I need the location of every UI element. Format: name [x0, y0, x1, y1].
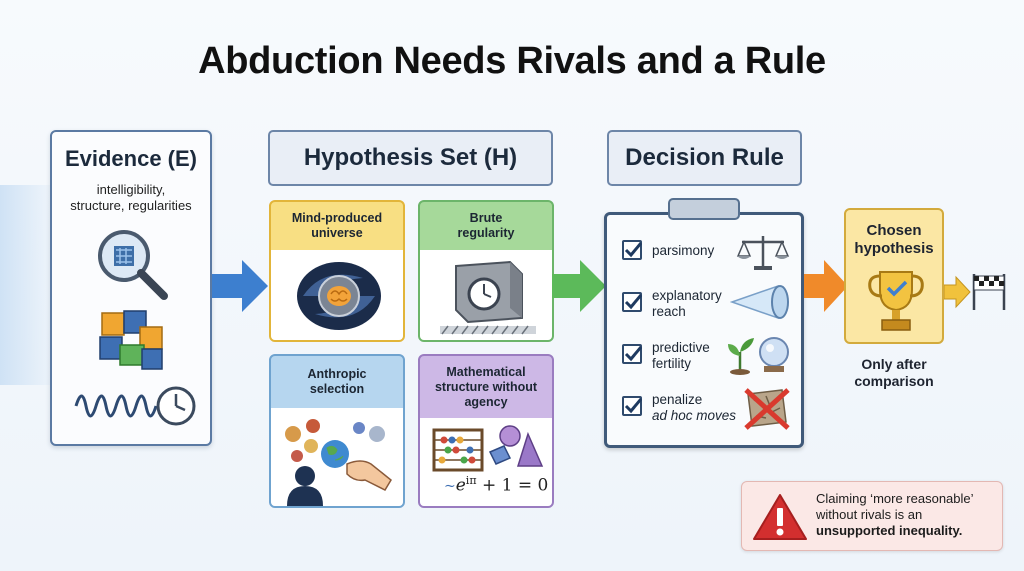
- chosen-heading-line2: hypothesis: [854, 240, 934, 257]
- warning-line3: unsupported inequality.: [816, 523, 963, 538]
- stone-block-clock-icon: [440, 260, 536, 335]
- card-body: ~eiπ + 1 = 0: [420, 418, 552, 506]
- evidence-heading: Evidence (E): [64, 146, 198, 171]
- card-label-line2: selection: [309, 382, 365, 396]
- card-label-line2: universe: [311, 226, 363, 240]
- criterion-penalize-ad-hoc: penalize ad hoc moves: [652, 392, 736, 424]
- euler-formula: ~eiπ + 1 = 0: [444, 474, 548, 496]
- hypothesis-set-heading: Hypothesis Set (H): [268, 130, 553, 186]
- warning-line1: Claiming ‘more reasonable’: [816, 491, 974, 506]
- arrow-to-finish: [944, 275, 971, 309]
- arrow-hypotheses-to-rule: [552, 260, 606, 312]
- spotlight-cone-icon: [730, 284, 789, 320]
- criterion-line2: fertility: [652, 356, 692, 371]
- warning-text: Claiming ‘more reasonable’ without rival…: [816, 491, 998, 539]
- scales-icon: [736, 236, 790, 270]
- evidence-subtitle: intelligibility, structure, regularities: [52, 182, 210, 214]
- sprout-crystal-ball-icon: [728, 337, 789, 375]
- check-predictive-fertility: [622, 344, 642, 364]
- card-label-line1: Brute: [469, 211, 503, 225]
- check-explanatory-reach: [622, 292, 642, 312]
- chosen-heading: Chosen hypothesis: [846, 222, 942, 258]
- checkered-flag-icon: [972, 274, 1006, 310]
- interlocking-cubes-icon: [99, 310, 163, 370]
- card-body: [420, 250, 552, 340]
- caption-line2: comparison: [854, 373, 934, 389]
- chosen-caption: Only after comparison: [834, 356, 954, 390]
- caption-line1: Only after: [861, 356, 927, 372]
- criterion-line1: explanatory: [652, 288, 722, 303]
- card-body: [271, 250, 403, 340]
- chosen-heading-line1: Chosen: [866, 222, 922, 239]
- criterion-line2: ad hoc moves: [652, 408, 737, 423]
- wave-clock-icon: [74, 386, 196, 426]
- criterion-line1: penalize: [652, 392, 703, 407]
- decision-rule-heading: Decision Rule: [607, 130, 802, 186]
- card-label-line1: Anthropic: [307, 367, 367, 381]
- trophy-icon: [868, 271, 924, 331]
- criterion-parsimony: parsimony: [652, 243, 715, 258]
- formula-rest: + 1 = 0: [476, 475, 549, 496]
- formula-exponent: iπ: [465, 474, 477, 487]
- page-title: Abduction Needs Rivals and a Rule: [198, 40, 826, 82]
- chosen-hypothesis-box: Chosen hypothesis: [844, 208, 944, 344]
- check-penalize-ad-hoc: [622, 396, 642, 416]
- card-label-line2: structure without: [434, 379, 538, 394]
- clipboard-clip: [668, 198, 740, 220]
- evidence-subtitle-line1: intelligibility,: [96, 182, 166, 197]
- galaxy-brain-icon: [297, 262, 381, 330]
- formula-tilde: ~: [444, 478, 456, 495]
- arrow-rule-to-chosen: [804, 260, 848, 312]
- evidence-panel: Evidence (E) intelligibility, structure,…: [50, 130, 212, 446]
- card-label-line1: Mind-produced: [291, 211, 383, 225]
- check-parsimony: [622, 240, 642, 260]
- abacus-shapes-icon: [432, 425, 544, 472]
- formula-base: e: [455, 475, 466, 496]
- criterion-predictive-fertility: predictive fertility: [652, 340, 710, 372]
- criterion-line1: predictive: [652, 340, 710, 355]
- magnifier-circuit-icon: [98, 230, 168, 300]
- evidence-subtitle-line2: structure, regularities: [70, 198, 192, 213]
- card-label-line2: regularity: [457, 226, 515, 240]
- card-body: [271, 408, 403, 506]
- warning-callout: Claiming ‘more reasonable’ without rival…: [741, 481, 1003, 551]
- criterion-line2: reach: [652, 304, 686, 319]
- arrow-evidence-to-hypotheses: [212, 260, 268, 312]
- card-label-line3: agency: [464, 394, 508, 409]
- card-label-line1: Mathematical: [446, 364, 526, 379]
- warning-line2: without rivals is an: [816, 507, 923, 522]
- crossed-patch-icon: [744, 388, 790, 430]
- planets-hand-icon: [285, 419, 392, 506]
- criterion-explanatory-reach: explanatory reach: [652, 288, 722, 320]
- warning-triangle-icon: [753, 494, 807, 540]
